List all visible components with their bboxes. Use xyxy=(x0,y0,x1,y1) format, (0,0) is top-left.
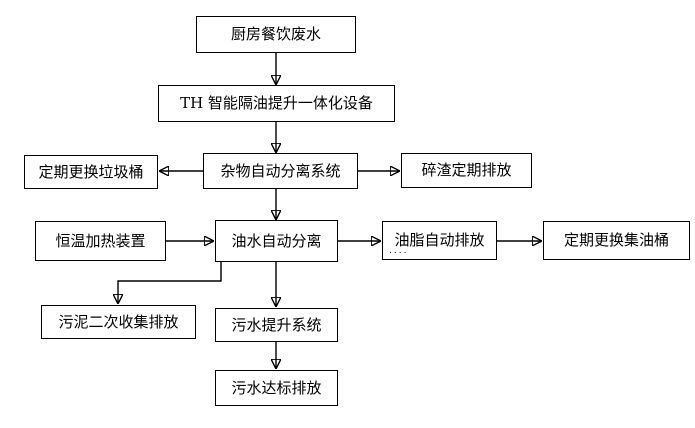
node-label: 油脂自动排放 xyxy=(394,231,485,249)
node-scheduled-residue-discharge[interactable]: 碎渣定期排放 xyxy=(401,153,532,188)
node-label: 污水提升系统 xyxy=(231,315,322,334)
node-kitchen-wastewater[interactable]: 厨房餐饮废水 xyxy=(196,16,356,53)
node-label: 碎渣定期排放 xyxy=(421,161,512,179)
grease-box-dot-artifact: .... xyxy=(389,246,409,256)
node-periodic-oil-drum-replacement[interactable]: 定期更换集油桶 xyxy=(543,221,690,260)
node-label: 定期更换集油桶 xyxy=(563,231,669,249)
node-automatic-grease-discharge[interactable]: 油脂自动排放 xyxy=(382,221,497,260)
node-label: 恒温加热装置 xyxy=(55,231,146,250)
node-label: 污水达标排放 xyxy=(231,378,322,397)
node-label: 杂物自动分离系统 xyxy=(220,161,341,180)
node-sewage-lifting-system[interactable]: 污水提升系统 xyxy=(215,308,338,342)
node-sludge-secondary-collection-discharge[interactable]: 污泥二次收集排放 xyxy=(41,305,196,339)
edge-n6-n10 xyxy=(118,262,222,303)
node-compliant-sewage-discharge[interactable]: 污水达标排放 xyxy=(215,370,338,406)
node-th-integrated-equipment[interactable]: TH 智能隔油提升一体化设备 xyxy=(158,85,395,122)
node-label: TH 智能隔油提升一体化设备 xyxy=(180,94,373,112)
node-label: 定期更换垃圾桶 xyxy=(38,162,144,181)
node-oil-water-auto-separation[interactable]: 油水自动分离 xyxy=(215,220,338,262)
node-debris-auto-separation-system[interactable]: 杂物自动分离系统 xyxy=(203,153,358,189)
node-label: 污泥二次收集排放 xyxy=(58,312,179,331)
node-periodic-trash-bin-replacement[interactable]: 定期更换垃圾桶 xyxy=(24,155,158,189)
node-label: 油水自动分离 xyxy=(231,231,322,250)
node-constant-temperature-heater[interactable]: 恒温加热装置 xyxy=(35,221,166,261)
node-label: 厨房餐饮废水 xyxy=(230,25,321,43)
